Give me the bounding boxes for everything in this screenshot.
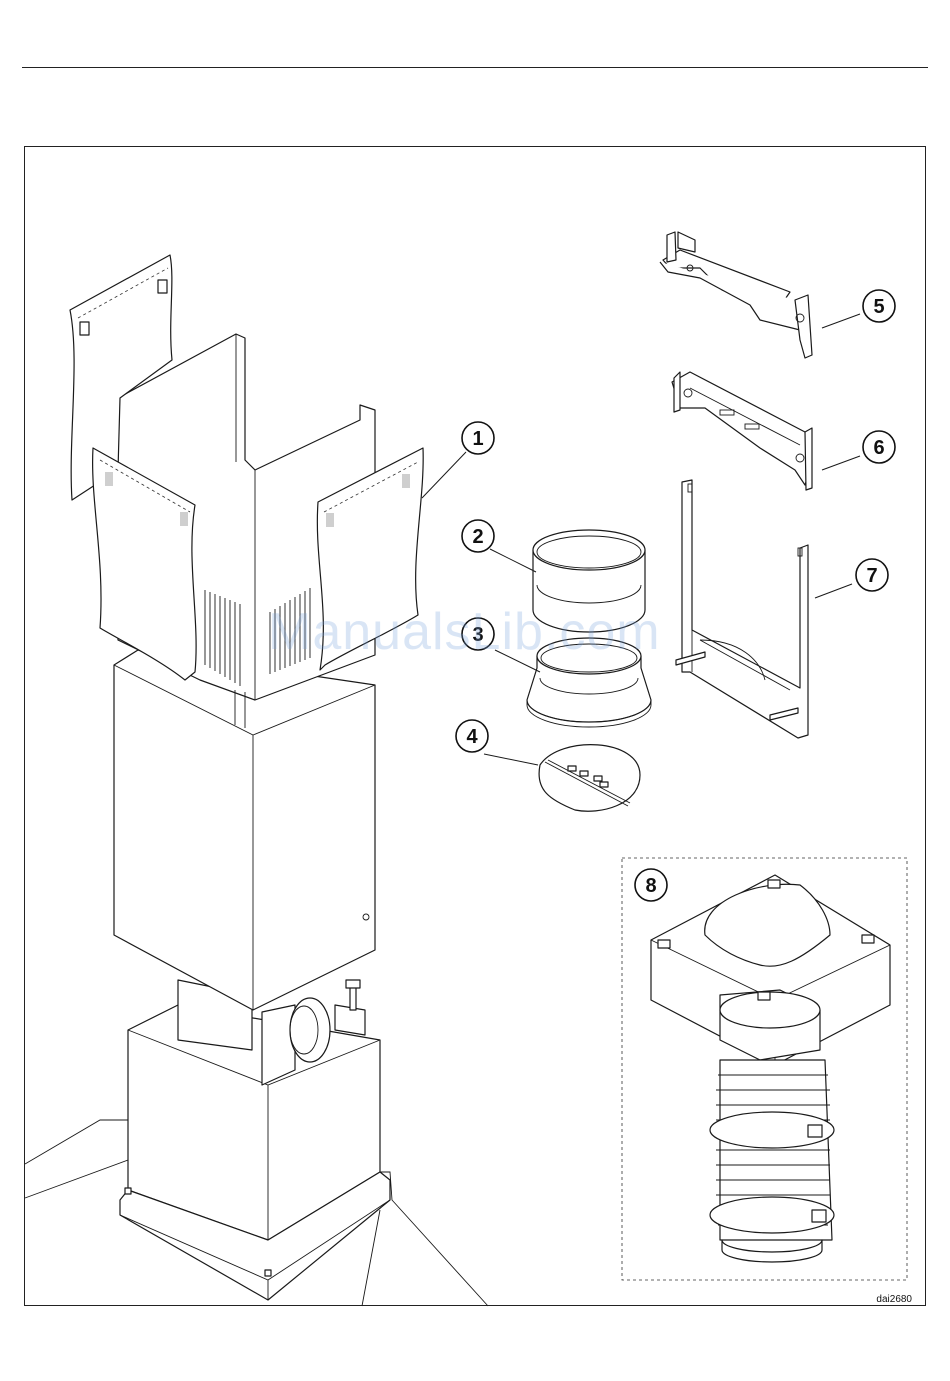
callout-7: 7: [856, 559, 888, 591]
callout-number: 7: [866, 565, 877, 587]
callout-number: 1: [472, 428, 483, 450]
drawing-code: dai2680: [876, 1294, 912, 1305]
part-8-deflector: [651, 875, 890, 1065]
callout-1: 1: [462, 422, 494, 454]
callout-number: 6: [873, 437, 884, 459]
callout-2: 2: [462, 520, 494, 552]
callout-5: 5: [863, 290, 895, 322]
callout-4: 4: [456, 720, 488, 752]
callout-6: 6: [863, 431, 895, 463]
callout-number: 8: [645, 875, 656, 897]
lower-chimney: [114, 650, 375, 1010]
part-5-mounting-bracket: [660, 232, 812, 358]
part-7-wall-frame: [676, 480, 808, 738]
watermark-text: ManualsLib.com: [268, 602, 661, 662]
motor-housing: [120, 1005, 390, 1300]
part-4-damper-flap: [539, 745, 640, 812]
callout-number: 5: [873, 296, 884, 318]
callout-number: 4: [466, 726, 478, 748]
part-8-flexible-hose: [710, 1060, 834, 1262]
part-6-mounting-bracket: [672, 372, 812, 490]
callout-8: 8: [635, 869, 667, 901]
callout-number: 2: [472, 526, 483, 548]
